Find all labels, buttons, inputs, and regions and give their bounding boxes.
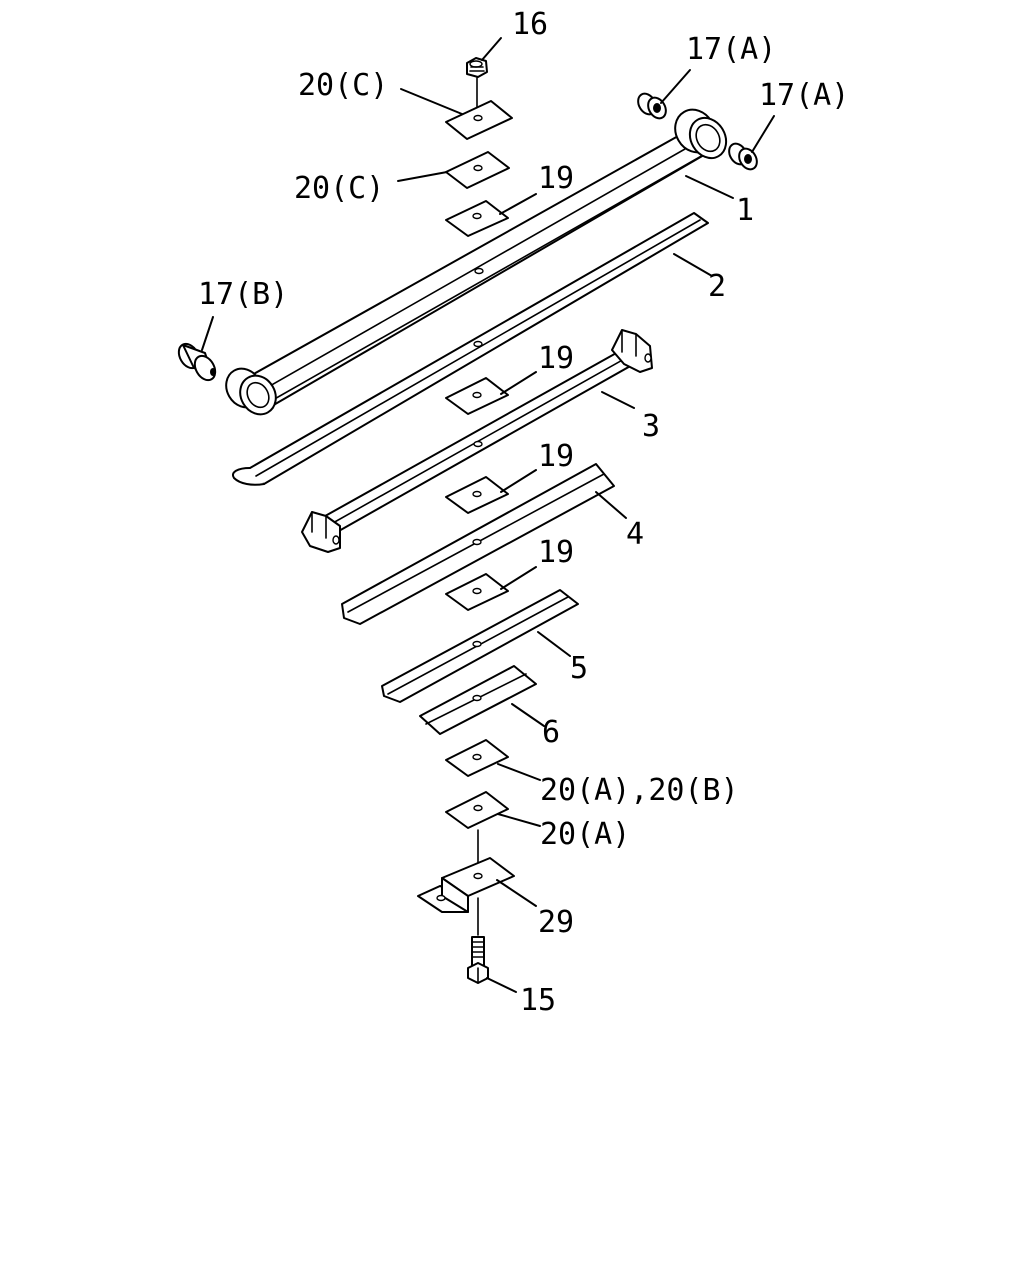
part-17a-bushing-2 <box>728 142 758 171</box>
callout-3: 3 <box>642 409 660 444</box>
callout-5: 5 <box>570 651 588 686</box>
part-3-clip-leaf <box>301 329 653 553</box>
callout-4: 4 <box>626 517 644 552</box>
part-4-leaf <box>341 463 615 625</box>
part-17a-bushing-1 <box>637 92 667 120</box>
part-16-nut <box>466 57 488 78</box>
part-5-leaf <box>381 589 579 703</box>
callout-15: 15 <box>520 983 556 1018</box>
callout-20a: 20(A) <box>540 817 630 852</box>
callout-16: 16 <box>512 7 548 42</box>
part-19-spacer-3 <box>445 476 509 514</box>
callout-1: 1 <box>736 193 754 228</box>
callout-19-first: 19 <box>538 161 574 196</box>
part-19-spacer-4 <box>445 573 509 611</box>
callout-29: 29 <box>538 905 574 940</box>
part-19-spacer-2 <box>445 377 509 415</box>
part-2-second-leaf <box>232 212 709 486</box>
callout-17a-left: 17(A) <box>686 32 776 67</box>
callout-19-second: 19 <box>538 341 574 376</box>
callout-2: 2 <box>708 269 726 304</box>
callout-20ab: 20(A),20(B) <box>540 773 739 808</box>
callout-labels: 16 20(C) 17(A) 17(A) 20(C) 19 1 2 17(B) … <box>198 7 849 1018</box>
part-20ab-plate <box>445 739 509 777</box>
part-20a-plate <box>445 791 509 829</box>
callout-20c-upper: 20(C) <box>298 68 388 103</box>
part-15-bolt <box>467 936 489 984</box>
part-17b-bushing <box>177 342 217 382</box>
callout-19-third: 19 <box>538 439 574 474</box>
part-20c-middle-plate <box>445 151 510 189</box>
part-29-bracket <box>417 857 515 913</box>
part-1-main-leaf <box>225 108 728 416</box>
part-19-spacer-1 <box>445 200 509 237</box>
leader-lines <box>201 37 775 993</box>
callout-19-fourth: 19 <box>538 535 574 570</box>
callout-17a-right: 17(A) <box>759 78 849 113</box>
callout-17b: 17(B) <box>198 277 288 312</box>
part-6-leaf <box>419 665 537 735</box>
callout-6: 6 <box>542 715 560 750</box>
part-20c-upper-plate <box>445 100 513 140</box>
callout-20c-middle: 20(C) <box>294 171 384 206</box>
